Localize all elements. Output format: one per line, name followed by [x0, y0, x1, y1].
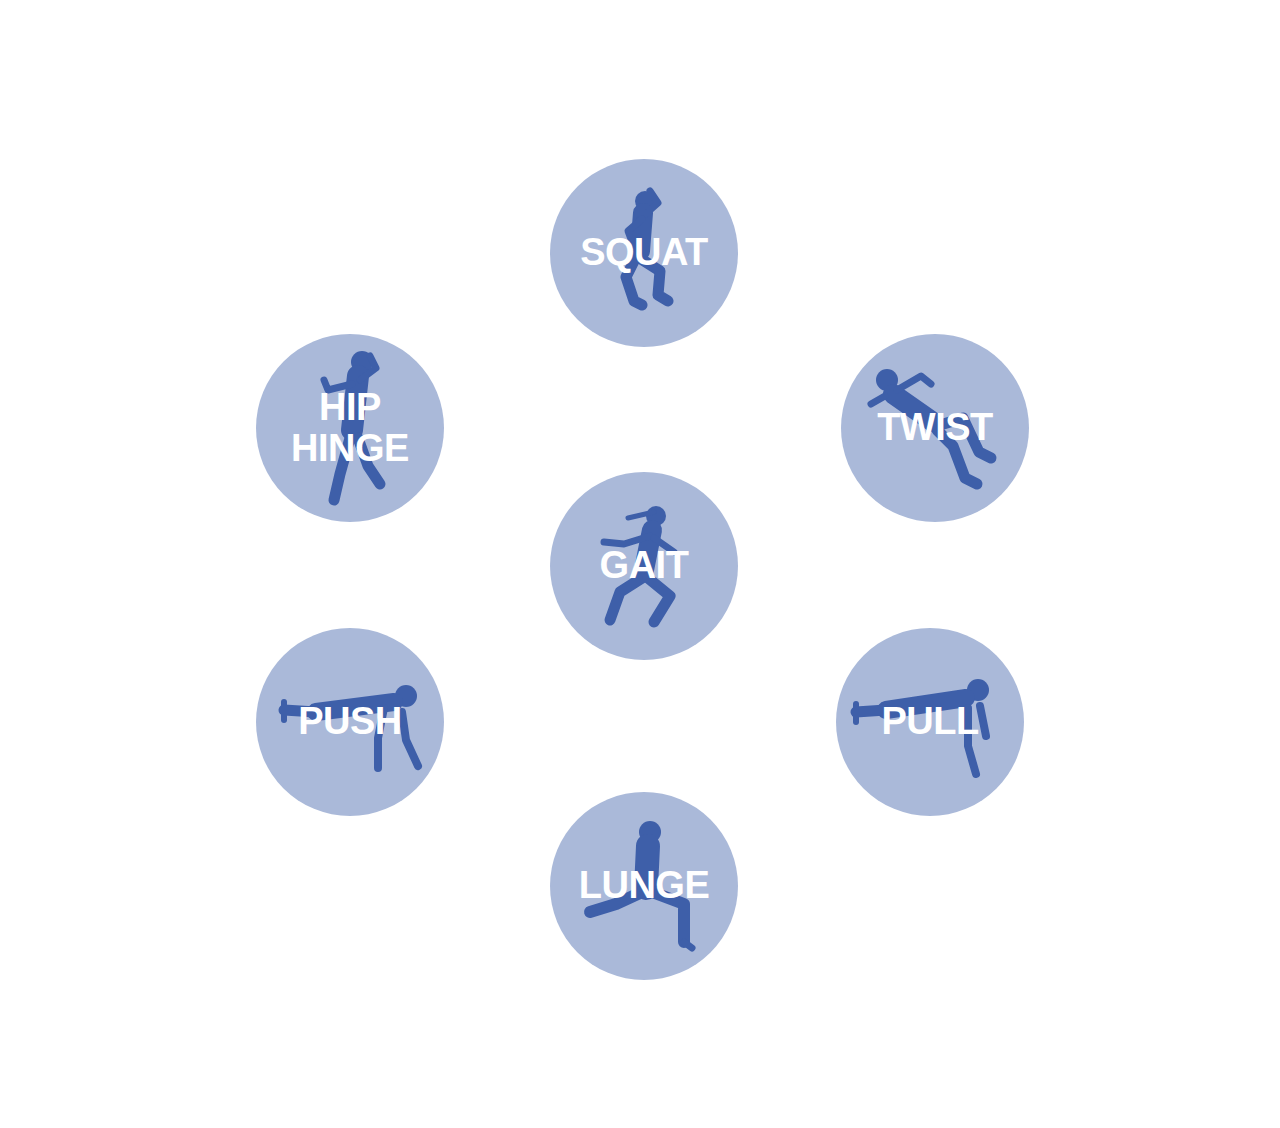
- circle-fill: [550, 159, 738, 347]
- circle-fill: [256, 628, 444, 816]
- node-label: TWIST: [877, 407, 993, 448]
- circle-fill: [836, 628, 1024, 816]
- circle-fill: [550, 792, 738, 980]
- gait-circle: GAIT: [550, 472, 738, 660]
- squat-circle: SQUAT: [550, 159, 738, 347]
- node-label: PULL: [881, 701, 978, 742]
- push-circle: PUSH: [256, 628, 444, 816]
- twist-circle: TWIST: [841, 334, 1029, 522]
- circle-fill: [841, 334, 1029, 522]
- pull-circle: PULL: [836, 628, 1024, 816]
- circle-fill: [256, 334, 444, 522]
- figure-silhouette: [284, 685, 418, 768]
- hip-hinge-circle: HIP HINGE: [256, 334, 444, 522]
- node-label: SQUAT: [580, 232, 708, 273]
- node-label: PUSH: [298, 701, 402, 742]
- figure-silhouette: [856, 679, 989, 774]
- node-label: LUNGE: [579, 865, 710, 906]
- circle-fill: [550, 472, 738, 660]
- node-label: GAIT: [600, 545, 689, 586]
- node-label: HIP HINGE: [270, 387, 430, 469]
- lunge-circle: LUNGE: [550, 792, 738, 980]
